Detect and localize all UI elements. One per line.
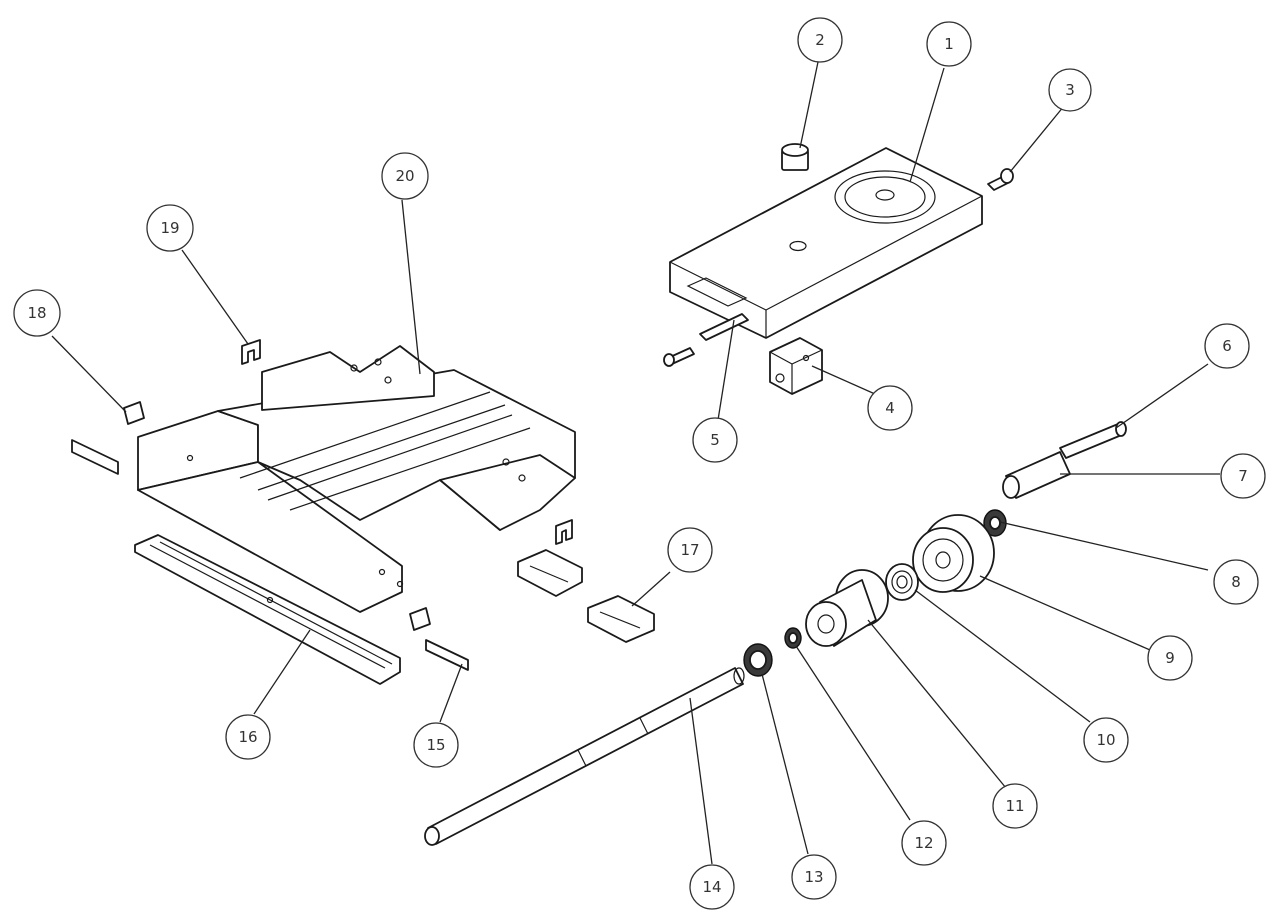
callout-12: 12 — [901, 820, 947, 866]
callout-5: 5 — [692, 417, 738, 463]
callout-13: 13 — [791, 854, 837, 900]
callout-2: 2 — [797, 17, 843, 63]
part-12-ring — [784, 627, 802, 649]
callout-20: 20 — [381, 152, 429, 200]
callout-15: 15 — [413, 722, 459, 768]
callout-label: 10 — [1096, 731, 1115, 749]
part-1-plate — [669, 147, 983, 339]
part-19-clip — [241, 339, 573, 545]
callout-19: 19 — [146, 204, 194, 252]
callout-label: 13 — [804, 868, 823, 886]
part-16-rail — [134, 534, 401, 685]
leader-lines — [51, 61, 1220, 865]
callout-label: 14 — [702, 878, 721, 896]
part-15-key — [71, 439, 469, 671]
part-8-washer — [983, 509, 1007, 537]
callout-label: 9 — [1165, 649, 1175, 667]
callout-label: 3 — [1065, 81, 1075, 99]
part-9-pulley — [912, 514, 995, 593]
part-4-block — [769, 337, 823, 395]
part-18-small-block — [123, 401, 431, 631]
callout-1: 1 — [926, 21, 972, 67]
callout-label: 12 — [914, 834, 933, 852]
callout-label: 19 — [160, 219, 179, 237]
callout-label: 4 — [885, 399, 895, 417]
callout-14: 14 — [689, 864, 735, 910]
callout-label: 1 — [944, 35, 954, 53]
callout-label: 11 — [1005, 797, 1024, 815]
part-20-frame — [137, 345, 576, 613]
callout-11: 11 — [992, 783, 1038, 829]
callout-label: 7 — [1238, 467, 1248, 485]
callout-3: 3 — [1048, 68, 1092, 112]
callout-17: 17 — [667, 527, 713, 573]
part-7-sleeve — [1002, 451, 1071, 499]
callout-7: 7 — [1220, 453, 1266, 499]
callout-label: 17 — [680, 541, 699, 559]
callout-6: 6 — [1204, 323, 1250, 369]
part-10-bearing — [885, 563, 919, 601]
part-2-nut — [781, 143, 809, 171]
part-3-screw — [987, 168, 1014, 191]
part-14-shaft — [424, 667, 745, 846]
part-13-gear — [743, 643, 773, 677]
part-5-pin — [663, 313, 749, 367]
part-11-hub — [805, 569, 889, 647]
callout-label: 6 — [1222, 337, 1232, 355]
callout-8: 8 — [1213, 559, 1259, 605]
callout-9: 9 — [1147, 635, 1193, 681]
callout-label: 2 — [815, 31, 825, 49]
callout-label: 18 — [27, 304, 46, 322]
callout-label: 5 — [710, 431, 720, 449]
callout-10: 10 — [1083, 717, 1129, 763]
callout-label: 16 — [238, 728, 257, 746]
callout-18: 18 — [13, 289, 61, 337]
part-17-slider-block — [517, 549, 655, 643]
callout-label: 8 — [1231, 573, 1241, 591]
callout-label: 15 — [426, 736, 445, 754]
callout-label: 20 — [395, 167, 414, 185]
callout-16: 16 — [225, 714, 271, 760]
callout-4: 4 — [867, 385, 913, 431]
